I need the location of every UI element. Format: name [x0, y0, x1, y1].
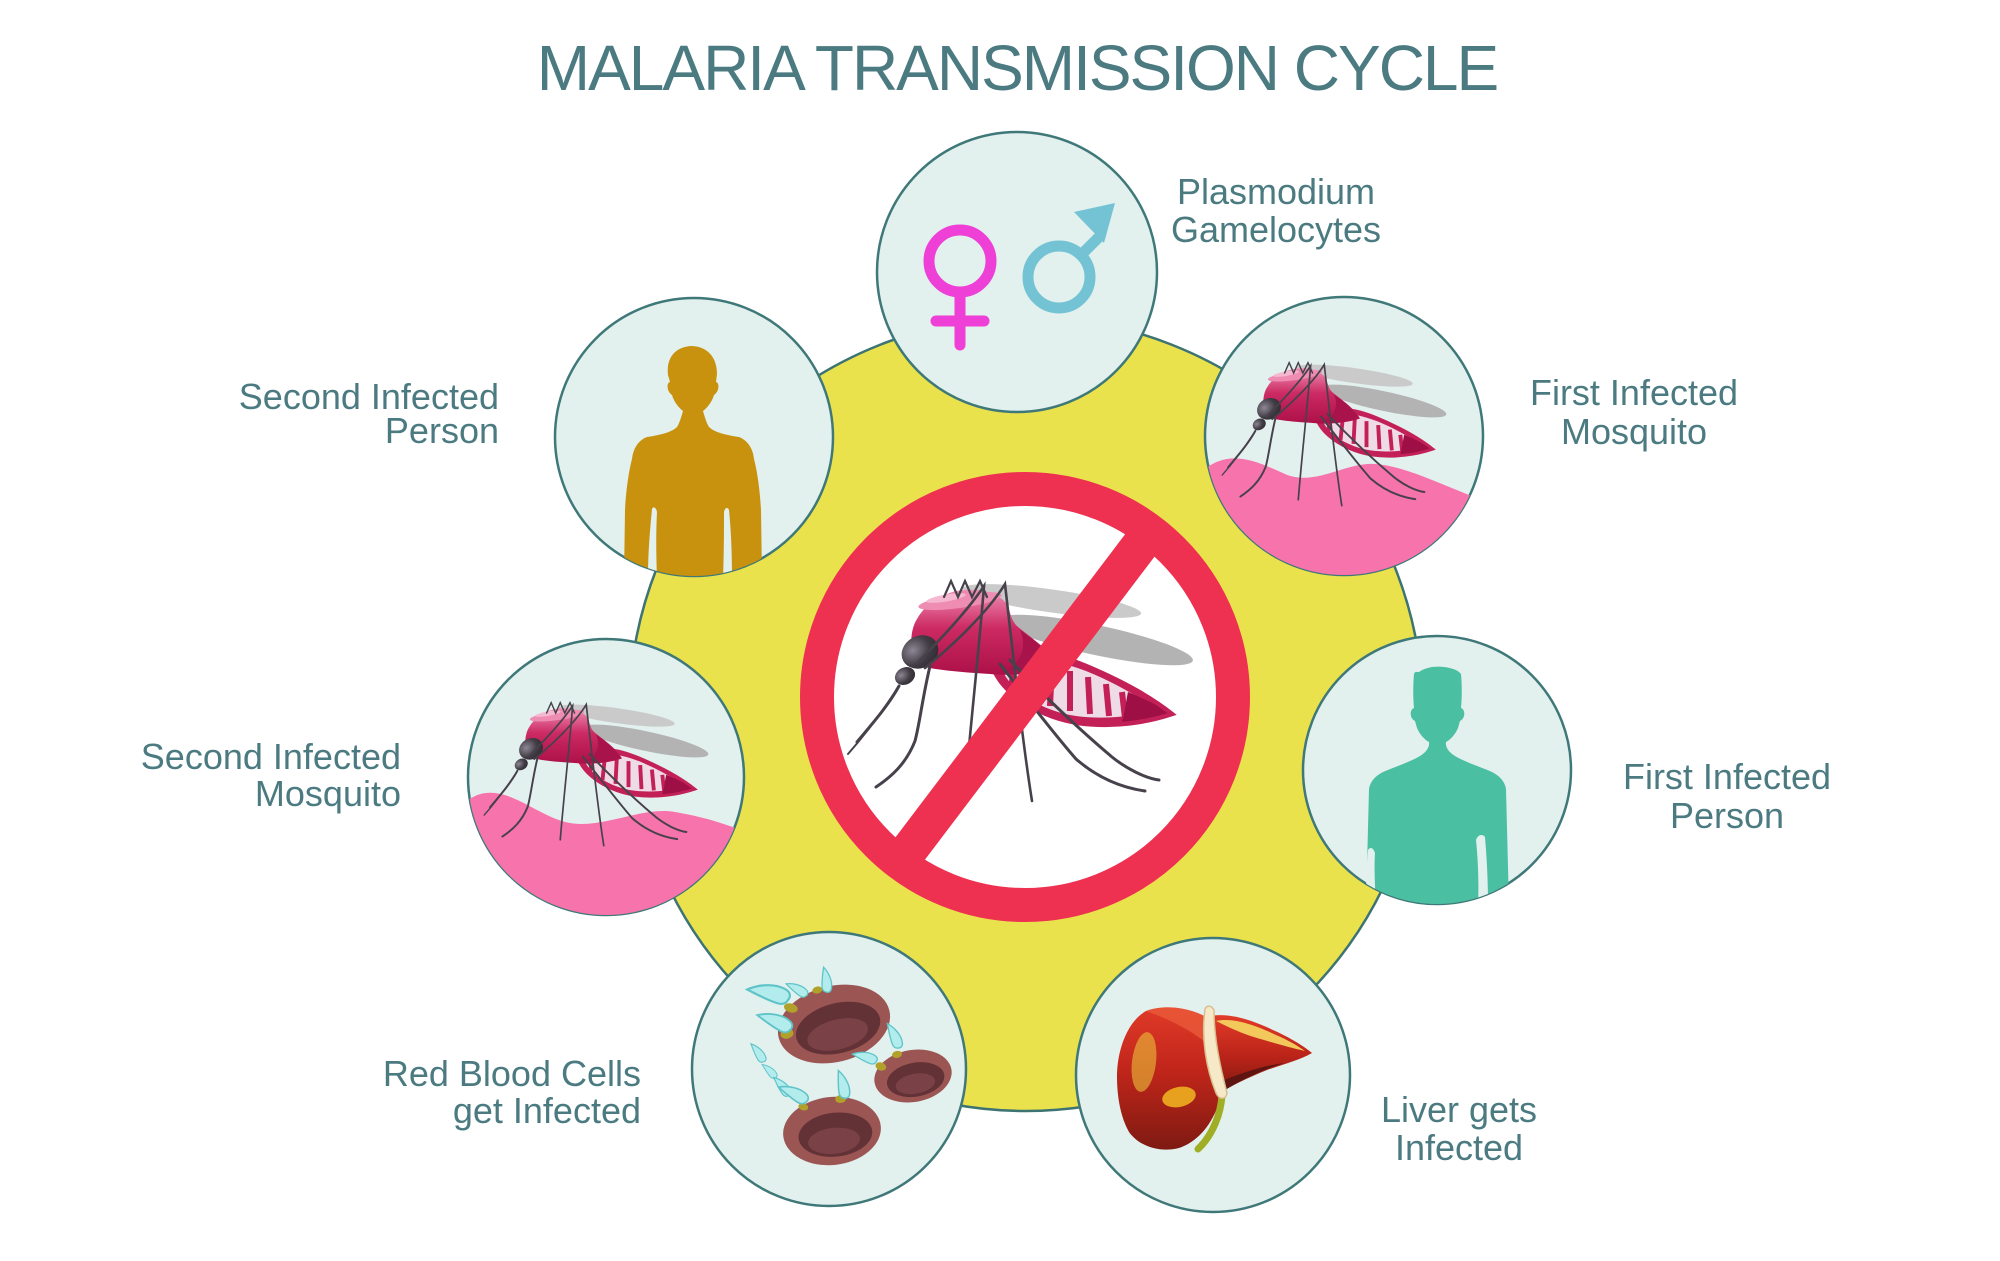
- svg-text:First Infected: First Infected: [1530, 372, 1738, 413]
- svg-text:Second Infected: Second Infected: [239, 376, 499, 417]
- svg-text:Plasmodium: Plasmodium: [1177, 171, 1375, 212]
- svg-text:Person: Person: [1670, 795, 1784, 836]
- svg-text:Person: Person: [385, 410, 499, 451]
- svg-text:Red Blood Cells: Red Blood Cells: [383, 1053, 641, 1094]
- svg-text:MALARIA TRANSMISSION CYCLE: MALARIA TRANSMISSION CYCLE: [537, 32, 1497, 104]
- svg-text:Second Infected: Second Infected: [141, 736, 401, 777]
- svg-text:Mosquito: Mosquito: [1561, 411, 1707, 452]
- svg-text:Mosquito: Mosquito: [255, 773, 401, 814]
- svg-text:Liver gets: Liver gets: [1381, 1089, 1537, 1130]
- svg-text:Gamelocytes: Gamelocytes: [1171, 209, 1381, 250]
- svg-text:get Infected: get Infected: [453, 1090, 641, 1131]
- svg-text:First Infected: First Infected: [1623, 756, 1831, 797]
- svg-text:Infected: Infected: [1395, 1127, 1523, 1168]
